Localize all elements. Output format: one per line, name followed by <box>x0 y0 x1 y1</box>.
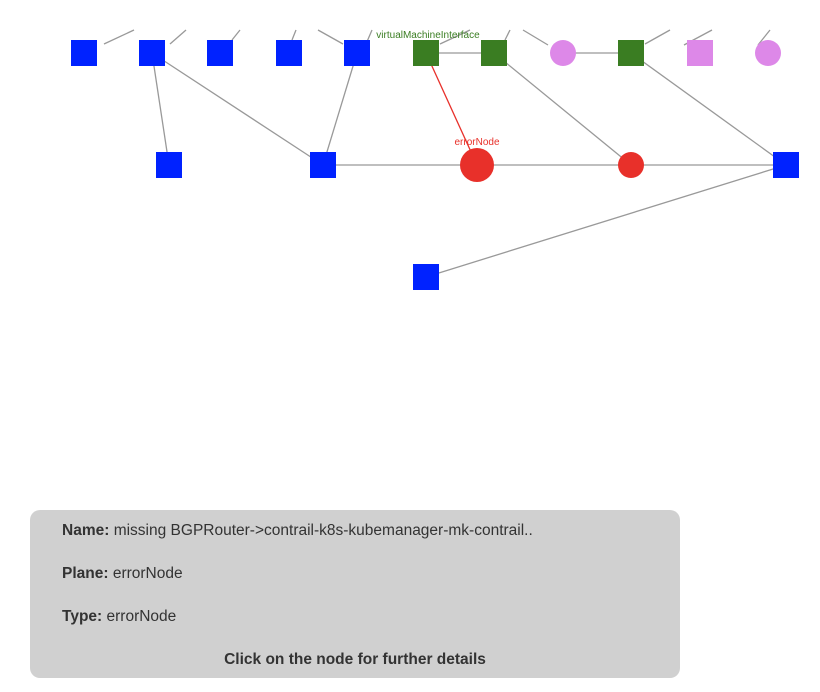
graph-edge-n7-m4 <box>493 52 632 166</box>
graph-node-n10[interactable] <box>687 40 713 66</box>
graph-node-b1[interactable] <box>413 264 439 290</box>
graph-edge-n9-m5 <box>630 52 787 166</box>
graph-edge-offscreen-2 <box>169 29 187 45</box>
graph-node-m2[interactable] <box>310 152 336 178</box>
graph-node-n3[interactable] <box>207 40 233 66</box>
graph-node-m1[interactable] <box>156 152 182 178</box>
edges-layer <box>103 29 787 278</box>
info-type-key: Type: <box>62 608 103 625</box>
info-type-value: errorNode <box>106 608 177 625</box>
node-info-panel: Name: missing BGPRouter->contrail-k8s-ku… <box>30 510 680 678</box>
info-hint: Click on the node for further details <box>224 651 486 668</box>
graph-node-label-n6: virtualMachineInterface <box>376 30 480 41</box>
graph-edge-offscreen-4 <box>291 29 297 41</box>
graph-node-m5[interactable] <box>773 152 799 178</box>
graph-node-n6[interactable] <box>413 40 439 66</box>
info-name-row: Name: missing BGPRouter->contrail-k8s-ku… <box>62 520 648 542</box>
info-plane-value: errorNode <box>112 565 183 582</box>
nodes-layer <box>71 40 799 290</box>
info-plane-row: Plane: errorNode <box>62 563 648 585</box>
graph-edge-offscreen-3 <box>231 29 241 41</box>
labels-layer: virtualMachineInterface errorNode <box>376 30 500 148</box>
graph-edge-n2-m2 <box>151 52 324 166</box>
graph-node-n4[interactable] <box>276 40 302 66</box>
graph-node-n1[interactable] <box>71 40 97 66</box>
graph-edge-offscreen-8 <box>504 29 511 41</box>
info-name-key: Name: <box>62 522 110 539</box>
graph-edge-m5-b1 <box>425 164 787 278</box>
graph-node-n9[interactable] <box>618 40 644 66</box>
graph-edge-offscreen-5 <box>317 29 344 45</box>
graph-node-n11[interactable] <box>755 40 781 66</box>
graph-node-err[interactable] <box>460 148 494 182</box>
graph-node-n5[interactable] <box>344 40 370 66</box>
graph-edge-offscreen-9 <box>522 29 549 46</box>
graph-node-m4[interactable] <box>618 152 644 178</box>
graph-edge-n5-m2 <box>322 52 358 166</box>
graph-node-label-err: errorNode <box>454 137 499 148</box>
info-type-row: Type: errorNode <box>62 606 648 628</box>
graph-edge-n2-m1 <box>151 52 170 166</box>
graph-node-n8[interactable] <box>550 40 576 66</box>
graph-edge-offscreen-7 <box>439 29 471 45</box>
graph-node-n2[interactable] <box>139 40 165 66</box>
info-name-value: missing BGPRouter->contrail-k8s-kubemana… <box>113 522 533 539</box>
graph-edge-offscreen-1 <box>103 29 135 45</box>
graph-node-n7[interactable] <box>481 40 507 66</box>
info-plane-key: Plane: <box>62 565 109 582</box>
graph-edge-offscreen-10 <box>644 29 671 45</box>
graph-edge-offscreen-12 <box>757 29 771 46</box>
graph-edge-error <box>425 52 478 166</box>
